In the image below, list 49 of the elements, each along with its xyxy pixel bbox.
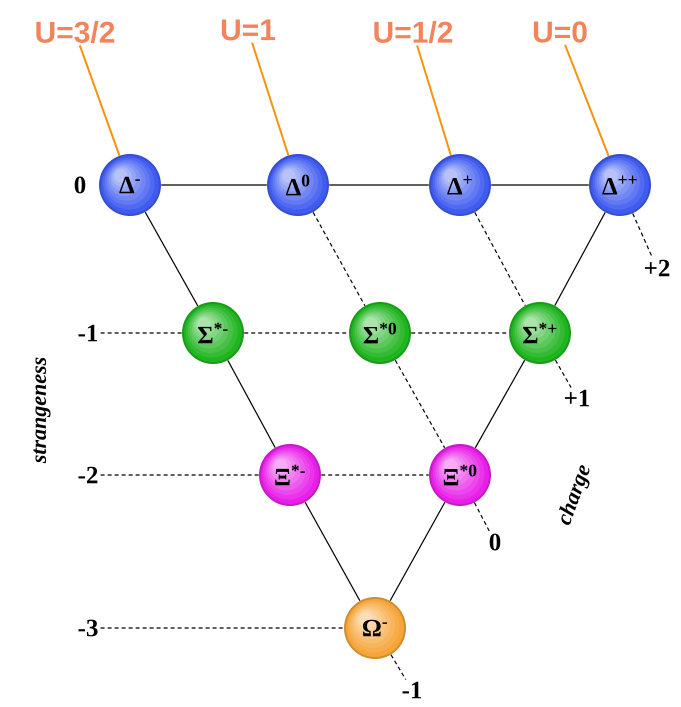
quantum-number-label: -3 xyxy=(78,620,98,636)
leader-line xyxy=(251,42,290,156)
dashed-line xyxy=(321,474,429,476)
particle-sphere: Δ$^{++}$ xyxy=(589,154,651,216)
quantum-number-label: -1 xyxy=(78,324,98,342)
dashed-line xyxy=(411,332,509,334)
quantum-number-label: +1 xyxy=(564,390,590,406)
connector-line xyxy=(474,360,526,448)
dashed-line xyxy=(632,213,653,258)
connector-line xyxy=(144,212,198,306)
connector-line xyxy=(227,360,276,448)
dashed-line xyxy=(390,654,406,680)
dashed-line xyxy=(554,360,572,388)
particle-sphere: Σ$^{*+}$ xyxy=(509,302,571,364)
dashed-line xyxy=(244,332,349,334)
axis-title: charge xyxy=(559,465,590,525)
particle-sphere: Σ$^{*0}$ xyxy=(349,302,411,364)
dashed-line xyxy=(474,502,490,532)
connector-line xyxy=(329,184,429,186)
particle-sphere: Σ$^{*-}$ xyxy=(182,302,244,364)
connector-line xyxy=(304,502,360,602)
dashed-line xyxy=(394,360,446,448)
quantum-number-label: -2 xyxy=(78,466,98,484)
axis-title: strangeness xyxy=(33,358,51,464)
connector-line xyxy=(491,184,589,186)
leader-line xyxy=(416,45,452,156)
particle-sphere: Ω$^{-}$ xyxy=(344,597,406,659)
dashed-line xyxy=(100,627,344,629)
quantum-number-label: 0 xyxy=(490,534,500,550)
isospin-label: U=3/2 xyxy=(36,20,114,44)
dashed-line xyxy=(312,212,366,306)
particle-sphere: Ξ$^{*-}$ xyxy=(259,444,321,506)
dashed-line xyxy=(474,212,526,306)
leader-line xyxy=(564,44,610,156)
particle-sphere: Δ$^{0}$ xyxy=(267,154,329,216)
dashed-line xyxy=(100,332,182,334)
isospin-label: U=0 xyxy=(534,21,587,43)
quantum-number-label: -1 xyxy=(402,682,422,698)
connector-line xyxy=(161,184,267,186)
connector-line xyxy=(554,212,606,306)
leader-line xyxy=(78,45,120,156)
particle-sphere: Δ$^{+}$ xyxy=(429,154,491,216)
particle-sphere: Ξ$^{*0}$ xyxy=(429,444,491,506)
dashed-line xyxy=(100,474,259,476)
particle-sphere: Δ$^{-}$ xyxy=(99,154,161,216)
connector-line xyxy=(390,502,446,602)
isospin-label: U=1 xyxy=(222,20,276,40)
isospin-label: U=1/2 xyxy=(374,20,452,44)
quantum-number-label: +2 xyxy=(644,260,670,276)
